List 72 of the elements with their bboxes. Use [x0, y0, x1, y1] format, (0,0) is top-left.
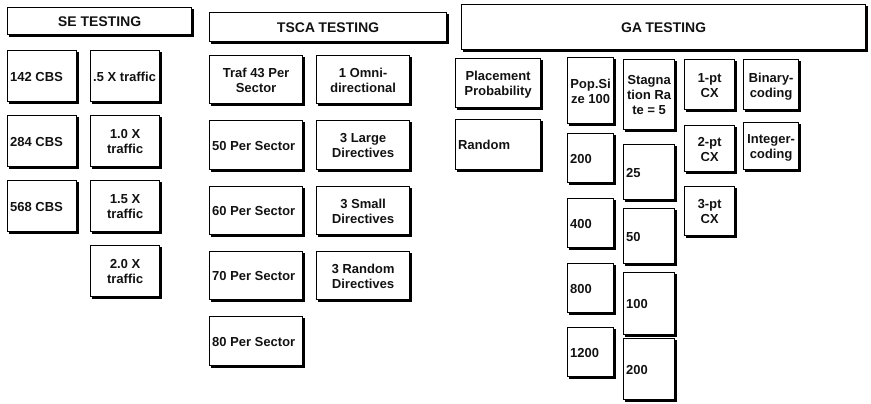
option-box — [623, 144, 675, 200]
option-label: 142 CBS — [10, 68, 63, 84]
option-box — [567, 263, 614, 313]
option-box — [567, 198, 614, 248]
option-label: Integer-coding — [746, 131, 796, 161]
section-title: TSCA TESTING — [276, 20, 380, 34]
option-label: 25 — [626, 164, 640, 180]
option-label: 1-pt CX — [696, 70, 722, 100]
option-box — [90, 245, 160, 297]
option-label: 1.5 X traffic — [106, 191, 144, 221]
option-box — [567, 327, 614, 377]
option-box — [623, 208, 675, 264]
option-box — [90, 180, 160, 232]
option-label: Random — [458, 137, 510, 152]
option-label: 100 — [626, 296, 648, 311]
section-title: SE TESTING — [58, 14, 142, 28]
section-header-box — [461, 4, 866, 50]
option-label: .5 X traffic — [93, 68, 156, 84]
option-box — [209, 316, 303, 366]
section-title: GA TESTING — [620, 20, 706, 34]
option-box — [567, 57, 614, 124]
option-label: Binary-coding — [748, 70, 794, 100]
option-box — [7, 50, 77, 102]
option-box — [7, 115, 77, 167]
option-label: Pop.Size 100 — [570, 76, 611, 106]
option-label: 568 CBS — [10, 198, 63, 214]
option-label: 1 Omni-directional — [329, 64, 397, 94]
option-label: 2.0 X traffic — [106, 256, 144, 286]
option-box — [567, 133, 614, 183]
option-box — [209, 186, 303, 235]
option-box — [316, 251, 410, 300]
option-box — [316, 55, 410, 104]
option-box — [209, 251, 303, 300]
option-label: 50 — [626, 228, 640, 244]
option-label: 50 Per Sector — [212, 138, 296, 152]
option-label: 400 — [570, 216, 592, 230]
option-box — [316, 120, 410, 170]
option-box — [316, 186, 410, 235]
option-label: Traf 43 Per Sector — [222, 64, 290, 94]
option-label: 2-pt CX — [696, 134, 722, 164]
option-box — [209, 55, 303, 104]
option-box — [743, 122, 799, 170]
option-label: 1200 — [570, 344, 599, 360]
option-box — [743, 59, 799, 110]
option-label: Stagnation Rate = 5 — [626, 72, 672, 117]
option-label: Placement Probability — [463, 68, 533, 98]
option-box — [684, 186, 735, 236]
option-box — [684, 59, 735, 110]
option-box — [455, 119, 541, 170]
option-box — [7, 180, 77, 232]
option-box — [455, 58, 541, 108]
option-label: 3 Large Directives — [330, 130, 396, 160]
option-label: 284 CBS — [10, 134, 63, 148]
section-header-box — [7, 7, 192, 35]
option-label: 800 — [570, 280, 592, 296]
option-label: 80 Per Sector — [212, 334, 296, 348]
option-box — [684, 125, 735, 172]
option-box — [209, 120, 303, 170]
section-header-box — [209, 12, 447, 42]
option-label: 70 Per Sector — [212, 268, 296, 283]
option-label: 3 Small Directives — [330, 196, 396, 226]
option-box — [623, 338, 675, 400]
option-label: 60 Per Sector — [212, 203, 296, 218]
option-label: 1.0 X traffic — [106, 126, 144, 156]
option-box — [623, 272, 675, 335]
option-box — [623, 59, 675, 130]
option-box — [90, 50, 160, 102]
option-label: 3-pt CX — [696, 196, 722, 226]
option-label: 200 — [570, 150, 592, 166]
option-box — [90, 115, 160, 167]
option-label: 200 — [626, 362, 648, 376]
option-label: 3 Random Directives — [330, 260, 396, 290]
